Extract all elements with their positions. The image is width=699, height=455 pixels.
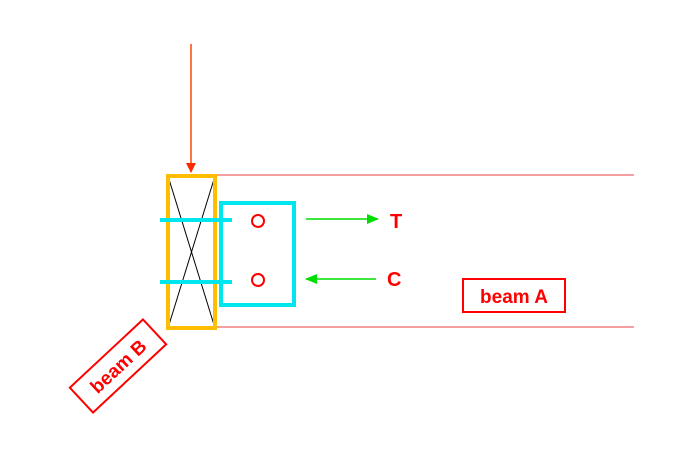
compression-label: C [387,269,401,291]
beam-b-section [166,174,217,330]
connection-plate [219,201,296,307]
bolt-hole-bottom [251,273,265,287]
beam-b-cross-line [167,175,216,329]
bolt-hole-top [251,214,265,228]
beam-b-label-group: beam B [68,318,168,414]
beam-a-label: beam A [480,287,548,308]
beam-a-label-box [462,278,566,313]
beam-b-label-box [68,318,168,414]
tension-label: T [390,211,402,233]
